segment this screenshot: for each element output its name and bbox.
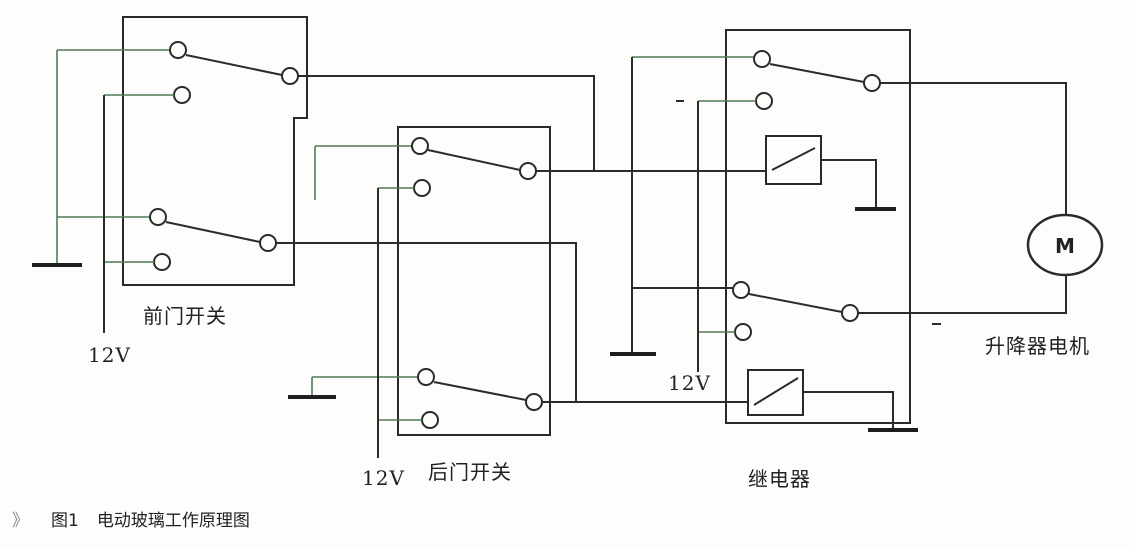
relay-lower-switch-blade — [748, 293, 843, 313]
relay-upper-contact-b — [755, 92, 773, 110]
front-upper-contact-a — [169, 41, 187, 59]
front-upper-contact-b — [173, 86, 191, 104]
rear-upper-contact-b — [413, 179, 431, 197]
front-switch-label: 前门开关 — [143, 304, 227, 328]
front-lower-switch-blade — [165, 221, 261, 243]
figure-caption: 》 图1 电动玻璃工作原理图 — [12, 506, 250, 531]
relay-upper-common-contact — [863, 74, 881, 92]
relay-lower-contact-a — [732, 281, 750, 299]
motor-letter: M — [1055, 234, 1075, 258]
rear-upper-contact-a — [411, 137, 429, 155]
front-lower-to-relay-lower-wire — [276, 242, 577, 402]
motor-symbol — [1026, 213, 1104, 277]
rear-lower-contact-b — [421, 411, 439, 429]
front-to-relay-upper-wire — [298, 75, 595, 171]
rear-12v-label: 12V — [362, 466, 405, 490]
front-12v-label: 12V — [88, 343, 131, 367]
relay-lower-common-contact — [841, 304, 859, 322]
relay-lower-coil-contact — [753, 377, 799, 406]
relay-upper-coil-contact — [771, 147, 816, 171]
motor-label: 升降器电机 — [985, 334, 1090, 358]
relay-upper-switch-blade — [769, 63, 865, 83]
motor-lower-wire — [858, 275, 1067, 314]
rear-upper-switch-blade — [427, 149, 521, 171]
relay-label: 继电器 — [748, 467, 811, 491]
front-lower-contact-a — [149, 208, 167, 226]
rear-switch-label: 后门开关 — [428, 460, 512, 484]
front-upper-switch-blade — [185, 54, 283, 76]
relay-box — [725, 29, 911, 424]
caption-mark: 》 — [12, 511, 29, 531]
rear-switch-box — [397, 126, 551, 436]
relay-lower-contact-b — [734, 323, 752, 341]
front-lower-contact-b — [153, 253, 171, 271]
front-lower-common-contact — [259, 234, 277, 252]
relay-lower-coil-ground-wire — [803, 391, 894, 430]
relay-upper-contact-a — [753, 50, 771, 68]
caption-number: 图1 — [51, 511, 79, 531]
front-switch-box — [122, 16, 308, 286]
front-upper-common-contact — [281, 67, 299, 85]
rear-lower-switch-blade — [433, 381, 527, 401]
motor-upper-wire — [880, 82, 1067, 215]
rear-lower-contact-a — [417, 368, 435, 386]
rear-lower-common-contact — [525, 393, 543, 411]
rear-upper-common-contact — [519, 162, 537, 180]
relay-12v-label: 12V — [668, 371, 711, 395]
caption-text: 电动玻璃工作原理图 — [96, 511, 250, 531]
relay-upper-coil-ground-wire — [821, 159, 877, 209]
